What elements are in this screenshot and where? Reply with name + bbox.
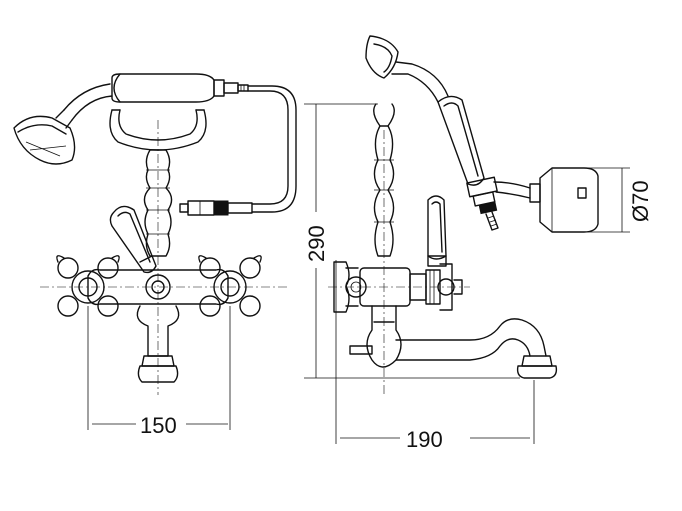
right-cross-handle xyxy=(198,255,262,317)
handshower-handle-front xyxy=(111,73,249,103)
side-view: Ø70 290 190 xyxy=(304,35,653,452)
dimension-diameter-70: Ø70 xyxy=(584,167,653,233)
diverter-lever-front xyxy=(109,205,157,274)
hose-bracket-side xyxy=(529,167,599,233)
dim-label-290: 290 xyxy=(304,225,329,262)
mixer-body-side xyxy=(359,263,463,311)
dimension-190: 190 xyxy=(335,260,535,452)
handshower-head-front xyxy=(13,83,113,165)
dimension-290: 290 xyxy=(304,103,520,379)
column-front xyxy=(143,149,173,257)
front-view: 150 xyxy=(13,73,297,438)
spout-front xyxy=(136,305,180,383)
handshower-side xyxy=(365,35,531,231)
wall-plate-side xyxy=(333,261,367,313)
column-side xyxy=(373,103,395,257)
shower-hose-front xyxy=(179,85,297,216)
diverter-lever-side xyxy=(427,195,447,267)
dim-label-150: 150 xyxy=(140,413,177,438)
dim-label-diameter-70: Ø70 xyxy=(628,180,653,222)
left-cross-handle xyxy=(56,255,120,317)
dim-label-190: 190 xyxy=(406,427,443,452)
dimension-150: 150 xyxy=(87,306,231,438)
spout-side xyxy=(349,305,558,379)
mixer-body-front xyxy=(87,268,229,306)
